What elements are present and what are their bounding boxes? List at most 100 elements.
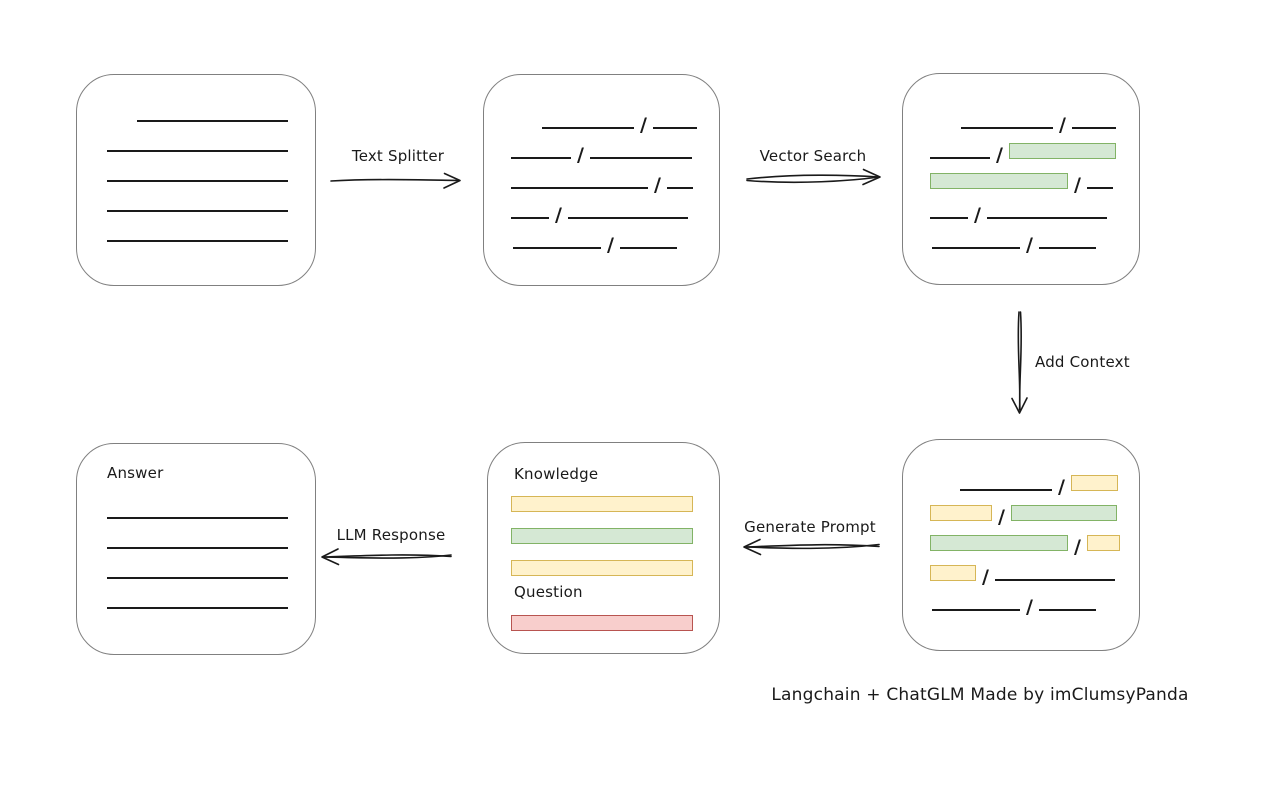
chunks-matched-rows: / / / / / xyxy=(903,74,1139,256)
text-line xyxy=(932,247,1020,249)
slash-separator: / xyxy=(1074,536,1081,558)
text-line xyxy=(513,247,601,249)
chunk-row: / xyxy=(903,521,1139,558)
yellow-highlight-chunk xyxy=(1086,535,1120,551)
add-context-arrow xyxy=(1011,311,1028,414)
generate-prompt-arrow xyxy=(743,538,880,556)
slash-separator: / xyxy=(577,144,584,166)
text-line xyxy=(932,609,1020,611)
slash-separator: / xyxy=(974,204,981,226)
text-line xyxy=(1086,187,1113,189)
chunk-row: / xyxy=(484,189,719,226)
text-splitter-label: Text Splitter xyxy=(351,147,445,165)
chunk-row: / xyxy=(484,129,719,166)
text-line xyxy=(666,187,693,189)
slash-separator: / xyxy=(640,114,647,136)
red-bar xyxy=(511,615,693,631)
yellow-highlight-chunk xyxy=(1070,475,1118,491)
chunk-row: / xyxy=(903,189,1139,226)
text-line xyxy=(1038,609,1096,611)
generate-prompt-label: Generate Prompt xyxy=(744,518,876,536)
prompt-node: Knowledge Question xyxy=(487,442,720,654)
vector-search-arrow xyxy=(746,168,881,186)
slash-separator: / xyxy=(607,234,614,256)
green-highlight-chunk xyxy=(930,173,1068,189)
chunk-row: / xyxy=(903,219,1139,256)
caption: Langchain + ChatGLM Made by imClumsyPand… xyxy=(771,685,1189,705)
text-line xyxy=(1038,247,1096,249)
yellow-highlight-chunk xyxy=(930,565,976,581)
text-line xyxy=(511,157,571,159)
chunks-rows: / / / / / xyxy=(484,75,719,256)
text-line xyxy=(652,127,697,129)
text-line xyxy=(567,217,688,219)
yellow-bar xyxy=(511,496,693,512)
chunk-row: / xyxy=(903,551,1139,588)
text-line xyxy=(107,240,288,242)
green-highlight-chunk xyxy=(930,535,1068,551)
slash-separator: / xyxy=(1059,114,1066,136)
slash-separator: / xyxy=(1058,476,1065,498)
slash-separator: / xyxy=(654,174,661,196)
answer-node: Answer xyxy=(76,443,316,655)
text-line xyxy=(619,247,677,249)
text-line xyxy=(107,210,288,212)
chunk-row: / xyxy=(903,581,1139,618)
chunk-row: / xyxy=(484,159,719,196)
chunk-row: / xyxy=(903,129,1139,166)
text-line xyxy=(107,577,288,579)
green-bar xyxy=(511,528,693,544)
add-context-label: Add Context xyxy=(1035,353,1130,371)
knowledge-bars xyxy=(511,496,693,592)
chunks-matched-node: / / / / / xyxy=(902,73,1140,285)
text-line xyxy=(960,489,1052,491)
slash-separator: / xyxy=(1026,596,1033,618)
text-line xyxy=(511,217,549,219)
slash-separator: / xyxy=(1026,234,1033,256)
yellow-bar xyxy=(511,560,693,576)
text-line xyxy=(994,579,1115,581)
llm-response-arrow xyxy=(321,548,452,566)
green-highlight-chunk xyxy=(1010,505,1117,521)
llm-response-label: LLM Response xyxy=(336,526,446,544)
text-splitter-arrow xyxy=(330,172,461,189)
chunk-row: / xyxy=(484,99,719,136)
text-line xyxy=(107,517,288,519)
chunk-row: / xyxy=(903,461,1139,498)
knowledge-label: Knowledge xyxy=(514,465,599,483)
yellow-highlight-chunk xyxy=(930,505,992,521)
chunk-row: / xyxy=(484,219,719,256)
document-node xyxy=(76,74,316,286)
document-lines xyxy=(77,75,315,270)
text-line xyxy=(961,127,1053,129)
question-label: Question xyxy=(514,583,583,601)
chunk-row: / xyxy=(903,159,1139,196)
text-line xyxy=(589,157,692,159)
slash-separator: / xyxy=(1074,174,1081,196)
text-line xyxy=(137,120,288,122)
chunk-row: / xyxy=(903,99,1139,136)
green-highlight-chunk xyxy=(1008,143,1116,159)
chunk-row: / xyxy=(903,491,1139,528)
question-bars xyxy=(511,615,693,647)
text-line xyxy=(107,607,288,609)
text-line xyxy=(930,217,968,219)
answer-label: Answer xyxy=(107,464,164,482)
answer-lines xyxy=(77,444,315,637)
vector-search-label: Vector Search xyxy=(759,147,867,165)
slash-separator: / xyxy=(555,204,562,226)
text-line xyxy=(107,150,288,152)
text-line xyxy=(107,547,288,549)
text-line xyxy=(511,187,648,189)
slash-separator: / xyxy=(998,506,1005,528)
text-line xyxy=(542,127,634,129)
chunks-context-node: / / / / / xyxy=(902,439,1140,651)
chunks-context-rows: / / / / / xyxy=(903,440,1139,618)
text-line xyxy=(930,157,990,159)
slash-separator: / xyxy=(996,144,1003,166)
text-line xyxy=(986,217,1107,219)
text-line xyxy=(107,180,288,182)
text-line xyxy=(1071,127,1116,129)
slash-separator: / xyxy=(982,566,989,588)
